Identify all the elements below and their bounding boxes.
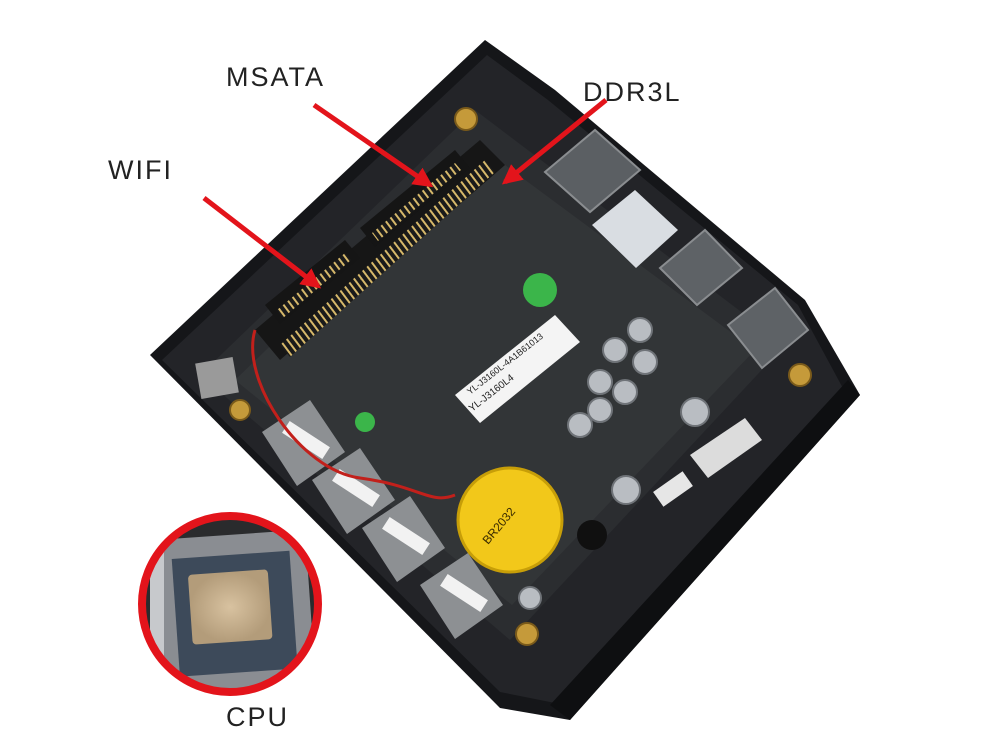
standoffs bbox=[229, 107, 812, 646]
capacitor bbox=[602, 337, 628, 363]
ddr3l-slot-body bbox=[255, 140, 505, 360]
usb-port-2 bbox=[658, 228, 744, 307]
capacitor bbox=[611, 475, 641, 505]
rear-io-ports bbox=[543, 128, 810, 507]
capacitor bbox=[567, 412, 593, 438]
board-label-plate bbox=[455, 315, 580, 423]
usb-port-3 bbox=[726, 286, 810, 370]
standoff-bottom bbox=[515, 622, 539, 646]
capacitor bbox=[627, 317, 653, 343]
fan-header bbox=[653, 471, 693, 507]
buzzer bbox=[577, 520, 607, 550]
callout-arrows bbox=[202, 98, 608, 289]
msata-arrow bbox=[312, 102, 434, 188]
cpu-callout-label: CPU bbox=[226, 702, 290, 732]
cmos-battery: BR2032 bbox=[456, 466, 564, 574]
capacitor bbox=[680, 397, 710, 427]
battery-body bbox=[456, 466, 564, 574]
battery-cable bbox=[251, 329, 456, 500]
ddr3l-slot bbox=[255, 140, 505, 360]
lan-label-4 bbox=[440, 574, 488, 612]
lan-label-3 bbox=[382, 517, 430, 555]
qc-sticker-small bbox=[355, 412, 375, 432]
ddr3l-arrow bbox=[501, 98, 608, 185]
lan-label-1 bbox=[282, 421, 330, 459]
capacitor bbox=[587, 397, 613, 423]
usb-port-1 bbox=[543, 128, 642, 214]
wifi-callout-label: WIFI bbox=[108, 155, 173, 185]
usb-sticker bbox=[592, 190, 678, 268]
msata-callout-label: MSATA bbox=[226, 62, 326, 92]
cpu-inset-ring bbox=[138, 512, 322, 696]
ddr3l-slot-pins bbox=[280, 160, 495, 357]
capacitor bbox=[632, 349, 658, 375]
cpu-inset bbox=[138, 512, 322, 696]
standoff-top bbox=[454, 107, 478, 131]
capacitors bbox=[518, 317, 710, 610]
ddr3l-callout-label: DDR3L bbox=[583, 77, 682, 107]
capacitor bbox=[587, 369, 613, 395]
standoff-left bbox=[229, 399, 251, 421]
msata-slot bbox=[360, 150, 470, 247]
chassis-rim-right bbox=[550, 380, 860, 720]
qc-sticker bbox=[523, 273, 557, 307]
lan-label-2 bbox=[332, 469, 380, 507]
wifi-arrow bbox=[202, 196, 322, 289]
serial-connector bbox=[690, 418, 762, 478]
cpu-chip bbox=[188, 569, 273, 645]
standoff-right bbox=[788, 363, 812, 387]
capacitor bbox=[612, 379, 638, 405]
dc-power-jack bbox=[195, 356, 239, 400]
msata-slot-pins bbox=[372, 163, 461, 241]
capacitor bbox=[518, 586, 542, 610]
